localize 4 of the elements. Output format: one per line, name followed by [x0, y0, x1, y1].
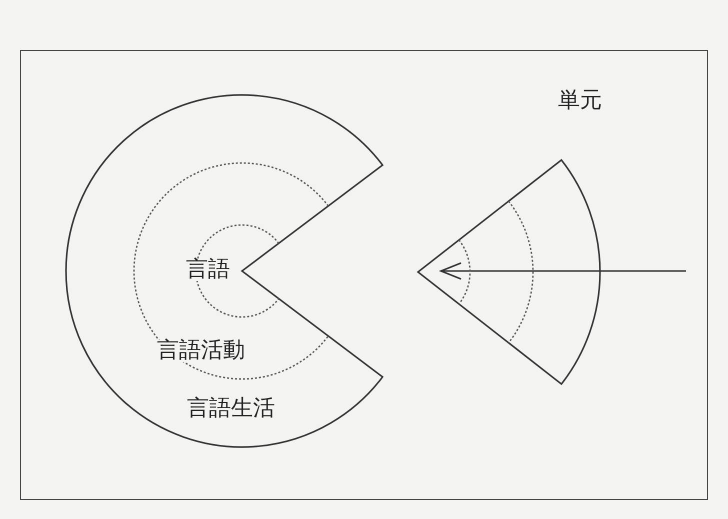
ring-label: 言語 — [186, 259, 230, 281]
ring-label: 言語活動 — [157, 340, 245, 362]
ring-label: 言語生活 — [187, 398, 275, 420]
unit-label: 単元 — [558, 90, 602, 112]
